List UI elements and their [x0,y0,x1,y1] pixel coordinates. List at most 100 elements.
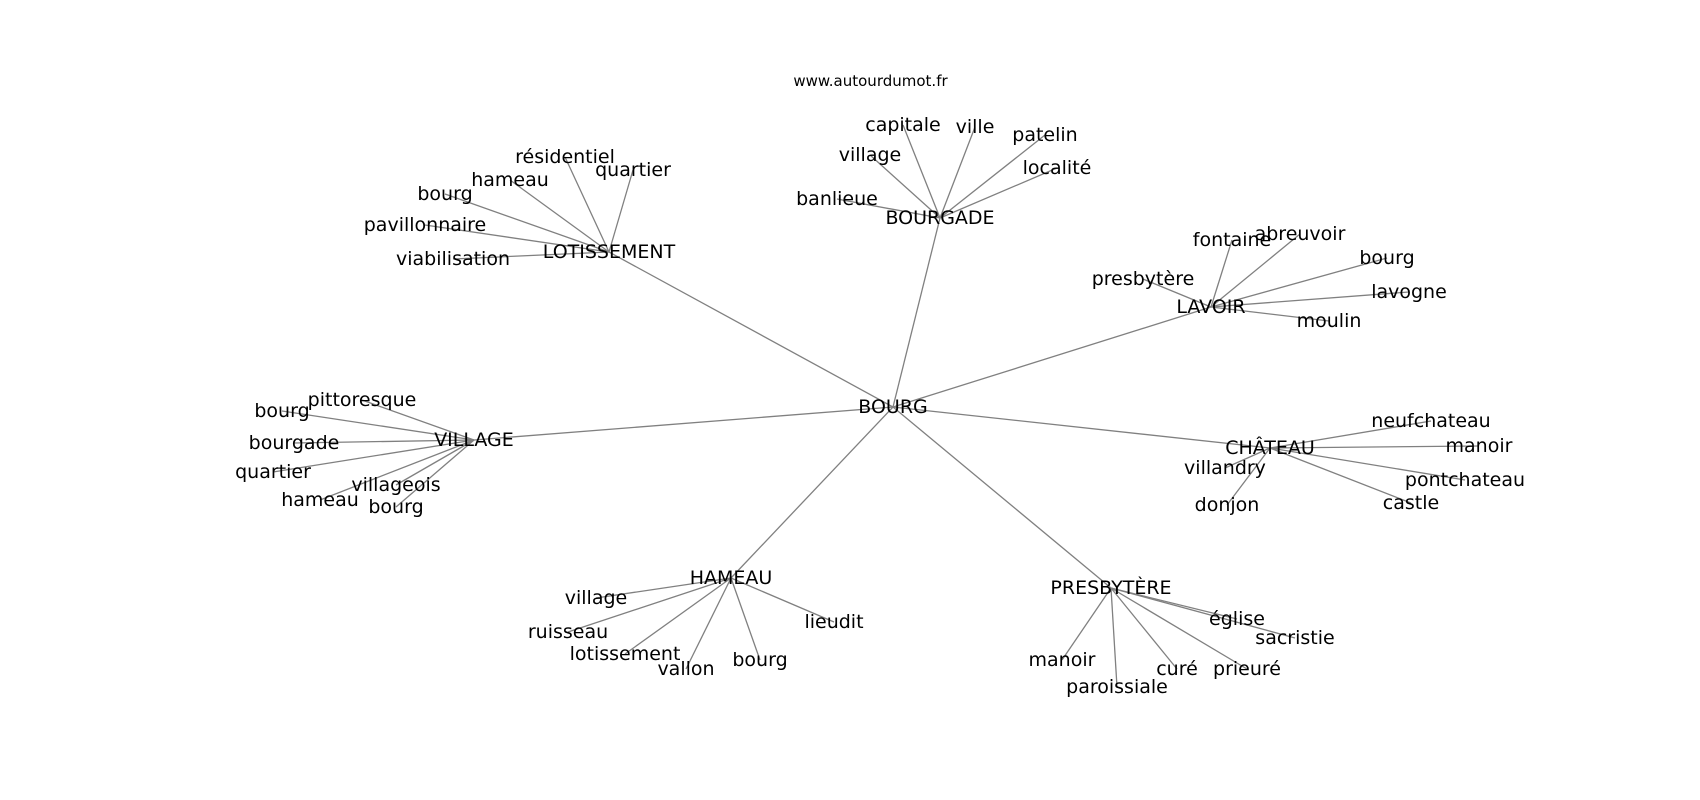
edge-hub-leaf [1110,587,1178,670]
edge-hub-leaf [395,439,475,486]
hub-node-label: LOTISSEMENT [543,241,676,263]
leaf-node-label: manoir [1446,435,1513,457]
leaf-node-label: pavillonnaire [364,214,487,236]
edges-layer [272,124,1480,688]
edge-hub-leaf [1210,239,1233,308]
leaf-node-label: lieudit [804,611,863,633]
edge-hub-leaf [1269,447,1466,481]
edge-hub-leaf [595,577,732,599]
edge-hub-leaf [293,439,475,444]
leaf-node-label: ville [956,116,995,138]
edge-hub-leaf [608,169,634,253]
leaf-node-label: lotissement [570,643,681,665]
hub-node-label: PRESBYTÈRE [1050,576,1171,599]
leaf-node-label: prieuré [1213,658,1281,680]
leaf-node-label: presbytère [1092,268,1195,290]
edge-hub-leaf [272,439,475,473]
site-watermark: www.autourdumot.fr [793,72,948,90]
leaf-node-label: bourg [368,496,423,518]
edge-hub-leaf [567,577,732,633]
leaf-node-label: sacristie [1255,627,1334,649]
edge-hub-leaf [1210,291,1410,308]
leaf-node-label: donjon [1195,494,1260,516]
leaf-node-label: patelin [1012,124,1077,146]
edge-center-hub [473,406,894,441]
edge-hub-leaf [836,198,941,219]
hub-node-label: HAMEAU [690,567,773,589]
leaf-node-label: neufchateau [1371,410,1490,432]
edge-hub-leaf [730,577,835,623]
edge-hub-leaf [1224,447,1271,469]
leaf-node-label: ruisseau [528,621,608,643]
edge-hub-leaf [1210,257,1388,308]
leaf-node-label: fontaine [1193,229,1271,251]
labels-layer: BOURG BOURGADE capitale ville patelin village… [235,114,1525,698]
leaf-node-label: manoir [1029,649,1096,671]
leaf-node-label: hameau [281,489,359,511]
leaf-node-label: villageois [351,474,440,496]
hub-node-label: VILLAGE [434,429,514,451]
edge-hub-leaf [319,439,475,501]
leaf-node-label: quartier [235,461,311,483]
leaf-node-label: bourg [254,400,309,422]
leaf-node-label: pittoresque [308,389,417,411]
edge-hub-leaf [281,410,475,441]
leaf-node-label: village [565,587,627,609]
edge-hub-leaf [685,577,732,670]
leaf-node-label: bourg [417,183,472,205]
edge-center-hub [892,306,1212,408]
edge-center-hub [730,406,894,579]
edge-hub-leaf [509,179,610,253]
leaf-node-label: moulin [1297,310,1362,332]
leaf-node-label: quartier [595,159,671,181]
leaf-node-label: villandry [1184,457,1266,479]
edge-center-hub [892,217,941,408]
edge-hub-leaf [1110,587,1296,639]
leaf-node-label: bourgade [249,432,340,454]
edge-hub-leaf [361,399,475,441]
edge-hub-leaf [1210,306,1330,322]
edge-hub-leaf [1226,447,1271,506]
edge-hub-leaf [1110,587,1248,670]
edge-hub-leaf [939,167,1058,219]
leaf-node-label: village [839,144,901,166]
edge-hub-leaf [424,224,610,253]
leaf-node-label: résidentiel [515,146,615,168]
edge-hub-leaf [564,156,610,253]
edge-hub-leaf [939,126,976,219]
edge-hub-leaf [624,577,732,655]
edge-center-hub [892,406,1112,589]
edge-hub-leaf [1110,587,1118,688]
edge-hub-leaf [1269,445,1480,449]
edge-hub-leaf [1269,447,1412,504]
hub-node-label: BOURGADE [885,207,994,229]
leaf-node-label: abreuvoir [1255,223,1346,245]
edge-hub-leaf [1210,233,1301,308]
leaf-node-label: capitale [865,114,941,136]
leaf-node-label: bourg [732,649,787,671]
leaf-node-label: pontchateau [1405,469,1525,491]
leaf-node-label: paroissiale [1066,676,1168,698]
hub-node-label: LAVOIR [1176,296,1245,318]
edge-center-hub [892,406,1271,449]
leaf-node-label: lavogne [1371,281,1447,303]
center-node-label: BOURG [858,396,928,418]
edge-hub-leaf [1269,420,1432,449]
leaf-node-label: viabilisation [396,248,510,270]
edge-hub-leaf [730,577,761,661]
edge-hub-leaf [444,193,610,253]
leaf-node-label: castle [1383,492,1439,514]
edge-hub-leaf [1142,278,1212,308]
edge-hub-leaf [1061,587,1112,661]
leaf-node-label: bourg [1359,247,1414,269]
leaf-node-label: localité [1023,157,1092,179]
edge-hub-leaf [452,251,610,260]
leaf-node-label: église [1209,608,1265,630]
leaf-node-label: banlieue [796,188,878,210]
hub-node-label: CHÂTEAU [1225,436,1315,459]
leaf-node-label: hameau [471,169,549,191]
leaf-node-label: curé [1156,658,1198,680]
edge-hub-leaf [869,154,941,219]
edge-hub-leaf [395,439,475,508]
